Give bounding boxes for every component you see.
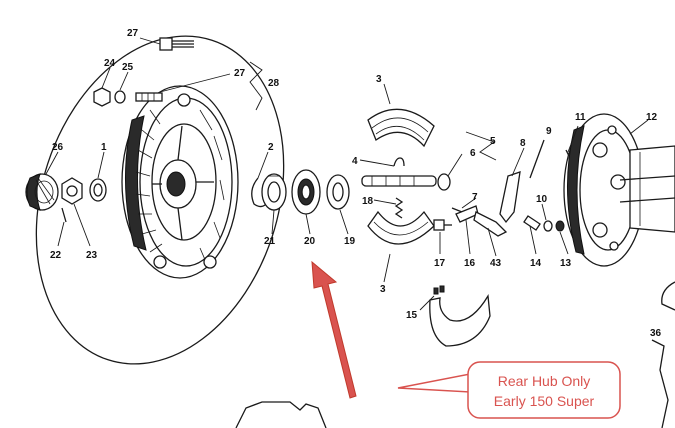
part-14-lever — [523, 215, 541, 231]
part-label: 7 — [472, 192, 478, 203]
part-7-pin — [451, 207, 463, 213]
housing-corner — [661, 281, 675, 311]
bottom-casting — [235, 401, 327, 428]
axle-housing — [619, 145, 675, 233]
part-label: 21 — [264, 236, 276, 247]
part-label: 25 — [122, 62, 134, 73]
part-12-backing-plate — [563, 113, 645, 267]
part-17-pin — [433, 219, 452, 231]
part-25-washer — [114, 90, 126, 104]
callout-arrow — [311, 260, 357, 399]
part-label: 4 — [352, 156, 358, 167]
part-label: 10 — [536, 194, 548, 205]
leaders — [45, 37, 649, 311]
part-label: 2 — [268, 142, 274, 153]
part-label: 15 — [406, 310, 418, 321]
part-label: 19 — [344, 236, 356, 247]
part-6-ring — [437, 173, 451, 191]
part-22-pin — [61, 207, 67, 223]
part-4-spring — [393, 157, 405, 167]
part-label: 8 — [520, 138, 526, 149]
part-label: 27 — [127, 28, 139, 39]
part-10-washer — [543, 220, 553, 232]
part-label: 6 — [470, 148, 476, 159]
part-36-casing — [651, 339, 669, 428]
part-3-brake-shoe-upper — [367, 108, 435, 148]
part-3-brake-shoe-lower — [367, 210, 435, 245]
part-20-seal — [291, 169, 321, 215]
part-label: 18 — [362, 196, 374, 207]
part-21-bearing — [261, 173, 287, 211]
part-label: 1 — [101, 142, 107, 153]
part-label: 27 — [234, 68, 246, 79]
part-23-nut — [61, 177, 83, 205]
part-9-rod — [529, 139, 545, 179]
part-label: 3 — [380, 284, 386, 295]
part-8-arm — [499, 171, 521, 224]
callout-line-1: Rear Hub Only — [498, 373, 591, 389]
part-19-bearing — [326, 174, 350, 210]
part-label: 28 — [268, 78, 280, 89]
part-24-nut — [93, 87, 111, 107]
part-label: 14 — [530, 258, 542, 269]
part-label: 24 — [104, 58, 116, 69]
part-2-circlip — [251, 177, 269, 208]
part-label: 11 — [575, 112, 586, 123]
part-label: 5 — [490, 136, 496, 147]
part-13-nut — [555, 220, 565, 232]
part-label: 26 — [52, 142, 64, 153]
part-label: 23 — [86, 250, 98, 261]
callout-pointer — [397, 373, 471, 393]
part-labels: 27 24 25 27 28 26 1 2 22 23 21 20 19 3 4… — [50, 28, 662, 339]
part-28-hub-drum — [121, 85, 239, 279]
part-label: 13 — [560, 258, 572, 269]
part-label: 20 — [304, 236, 316, 247]
part-5-bar — [361, 175, 437, 187]
part-1-washer — [89, 178, 107, 202]
callout-box — [467, 361, 621, 419]
callout-line-2: Early 150 Super — [494, 393, 595, 409]
part-label: 17 — [434, 258, 446, 269]
part-43-lever — [473, 211, 508, 237]
part-label: 9 — [546, 126, 552, 137]
part-18-spring — [394, 197, 404, 219]
part-label: 16 — [464, 258, 476, 269]
part-label: 22 — [50, 250, 62, 261]
hub-assembly-ellipse — [35, 35, 285, 365]
part-label: 43 — [490, 258, 502, 269]
part-label: 36 — [650, 328, 662, 339]
part-26-hub-cap — [25, 173, 59, 211]
part-label: 12 — [646, 112, 658, 123]
part-label: 3 — [376, 74, 382, 85]
part-27-stud — [135, 92, 163, 102]
part-27-bolt — [159, 37, 194, 51]
part-15-brake-shoe — [429, 285, 491, 347]
